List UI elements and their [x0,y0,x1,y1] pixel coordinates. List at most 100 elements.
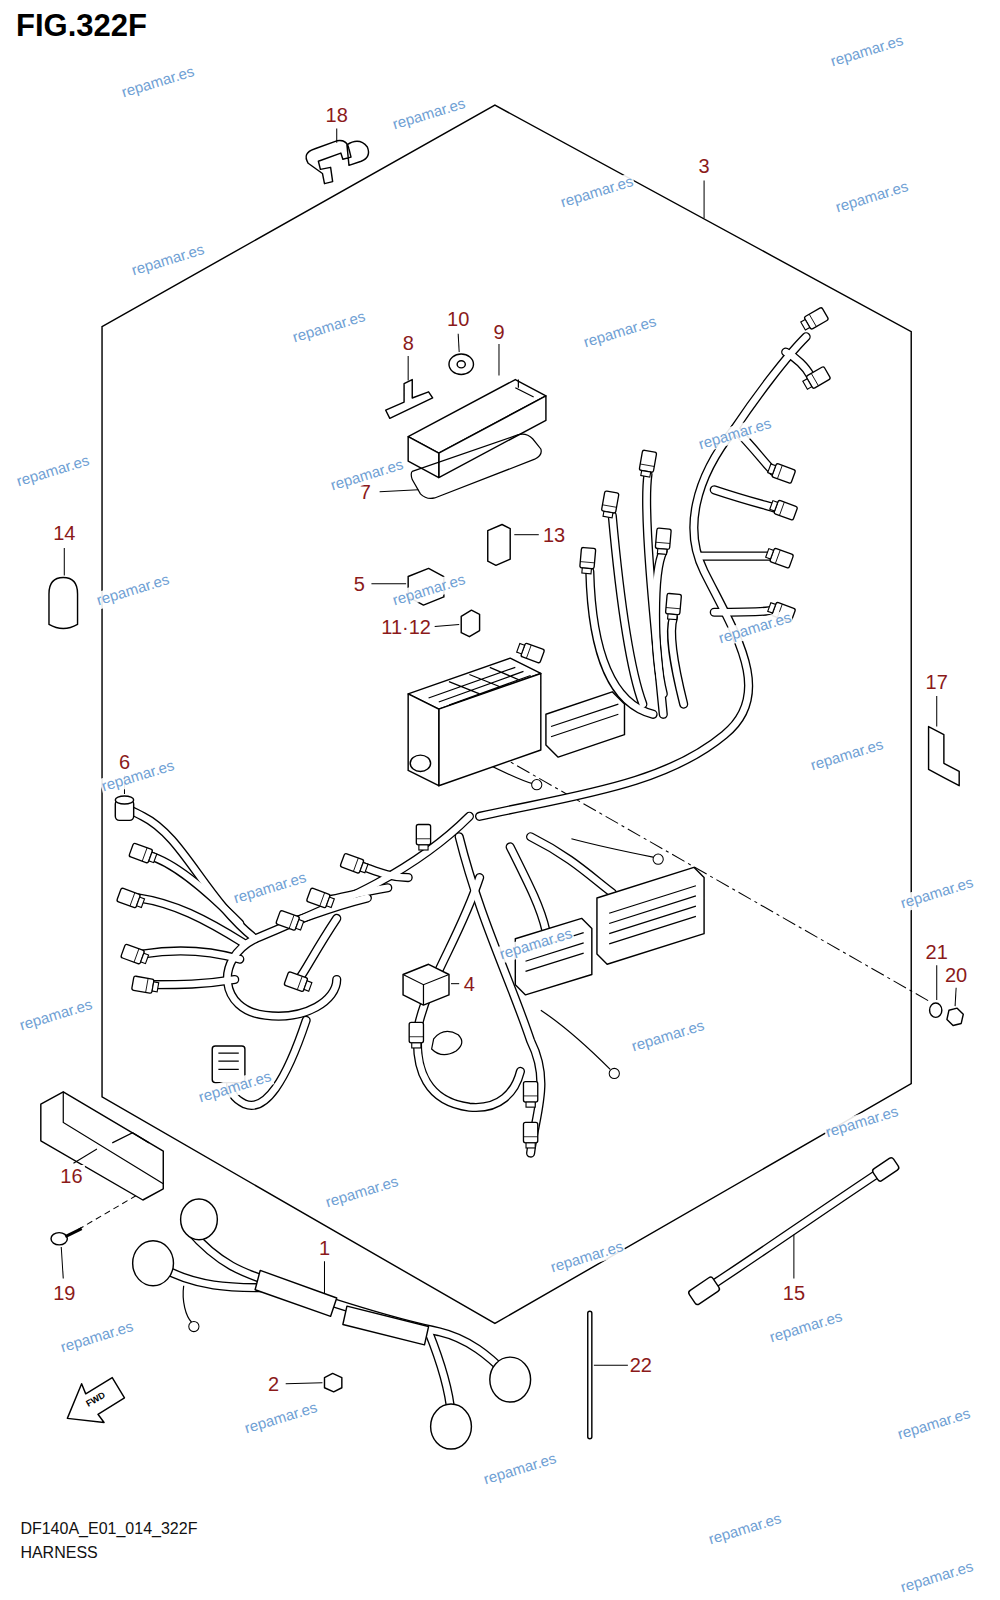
callout-number: 1 [317,1237,332,1259]
drawing-part [324,1261,325,1294]
cap-14 [49,578,78,629]
drawing-part [158,1265,265,1287]
drawing-part [117,888,146,910]
watermark: repamar.es [695,415,774,453]
nut-2 [324,1373,341,1391]
watermark: repamar.es [481,1450,560,1488]
drawing-part [218,1053,238,1069]
drawing-part [183,1286,192,1323]
drawing-part [936,965,937,1000]
drawing-part [449,354,473,374]
drawing-part [124,337,877,1414]
frame-outline [102,105,911,1323]
watermark: repamar.es [581,312,660,350]
drawing-part [65,1229,81,1237]
figure-caption: HARNESS [20,1544,97,1562]
drawing-part [769,498,798,520]
drawing-part [51,1233,67,1245]
drawing-part [284,971,313,993]
drawing-part [403,964,449,1005]
watermark: repamar.es [706,1509,785,1547]
watermark: repamar.es [389,571,468,609]
drawing-part [148,855,240,923]
drawing-part [671,617,683,704]
drawing-part [409,1022,423,1048]
figure-caption: DF140A_E01_014_322F [20,1520,197,1538]
drawing-part [514,534,538,535]
drawing-part [699,553,771,560]
watermark: repamar.es [129,241,208,279]
watermark: repamar.es [823,1103,902,1141]
drawing-part [531,837,613,893]
drawing-part [799,307,828,332]
gasket-7 [411,434,541,498]
callout-number: 13 [541,524,567,546]
drawing-part [139,898,245,944]
drawing-part [124,337,877,1414]
drawing-part [579,547,595,574]
drawing-part [955,988,956,1006]
callout-number: 16 [58,1165,84,1187]
drawing-part [153,980,235,985]
watermark: repamar.es [828,32,907,70]
drawing-part [343,1306,429,1345]
drawing-part [431,1404,472,1449]
drawing-part [714,490,775,508]
drawing-part [276,910,305,932]
watermark: repamar.es [833,178,912,216]
drawing-part [336,129,337,143]
direction-label: FWD [85,1391,108,1410]
watermark: repamar.es [289,307,368,345]
drawing-part [380,490,419,492]
drawing-part [371,583,406,584]
drawing-part [638,450,656,478]
drawing-part [594,1365,629,1366]
drawing-part [41,1092,163,1200]
drawing-part [416,824,430,850]
drawing-part [408,694,439,786]
watermark: repamar.es [17,996,96,1034]
drawing-part [124,808,255,939]
wire-connectors [117,307,831,1148]
drawing-part [609,886,696,944]
drawing-part [936,696,937,727]
drawing-part [61,1247,63,1279]
watermark: repamar.es [231,869,310,907]
drawing-part [495,753,931,1002]
drawing-part [121,944,150,966]
fwd-arrow [67,1378,124,1423]
drawing-part [451,983,459,984]
drawing-part [714,610,773,612]
drawing-part [767,462,796,484]
drawing-part [872,1157,900,1183]
drawing-part [546,692,625,757]
watermark: repamar.es [14,452,93,490]
drawing-part [124,808,255,939]
fuse-11-12 [461,610,479,637]
drawing-part [793,1235,794,1279]
drawing-part [523,1082,537,1108]
drawing-part [653,854,663,864]
watermark: repamar.es [58,1318,137,1356]
drawing-part [132,976,160,994]
drawing-part [300,918,337,977]
callout-number: 22 [628,1354,654,1376]
drawing-part [457,361,465,368]
watermark: repamar.es [389,95,468,133]
drawing-part [714,1173,877,1283]
screw-19 [51,1229,82,1245]
drawing-part [64,548,65,576]
clip-8 [386,380,433,419]
callout-number: 17 [924,671,950,693]
bracket-16 [41,1092,163,1200]
drawing-part [714,490,775,508]
watermark: repamar.es [897,874,976,912]
drawing-part [227,816,469,1016]
watermark: repamar.es [547,1238,626,1276]
drawing-part [408,356,409,380]
callout-number: 11·12 [379,616,433,638]
bracket-17 [929,727,960,786]
drawing-part [410,755,430,771]
